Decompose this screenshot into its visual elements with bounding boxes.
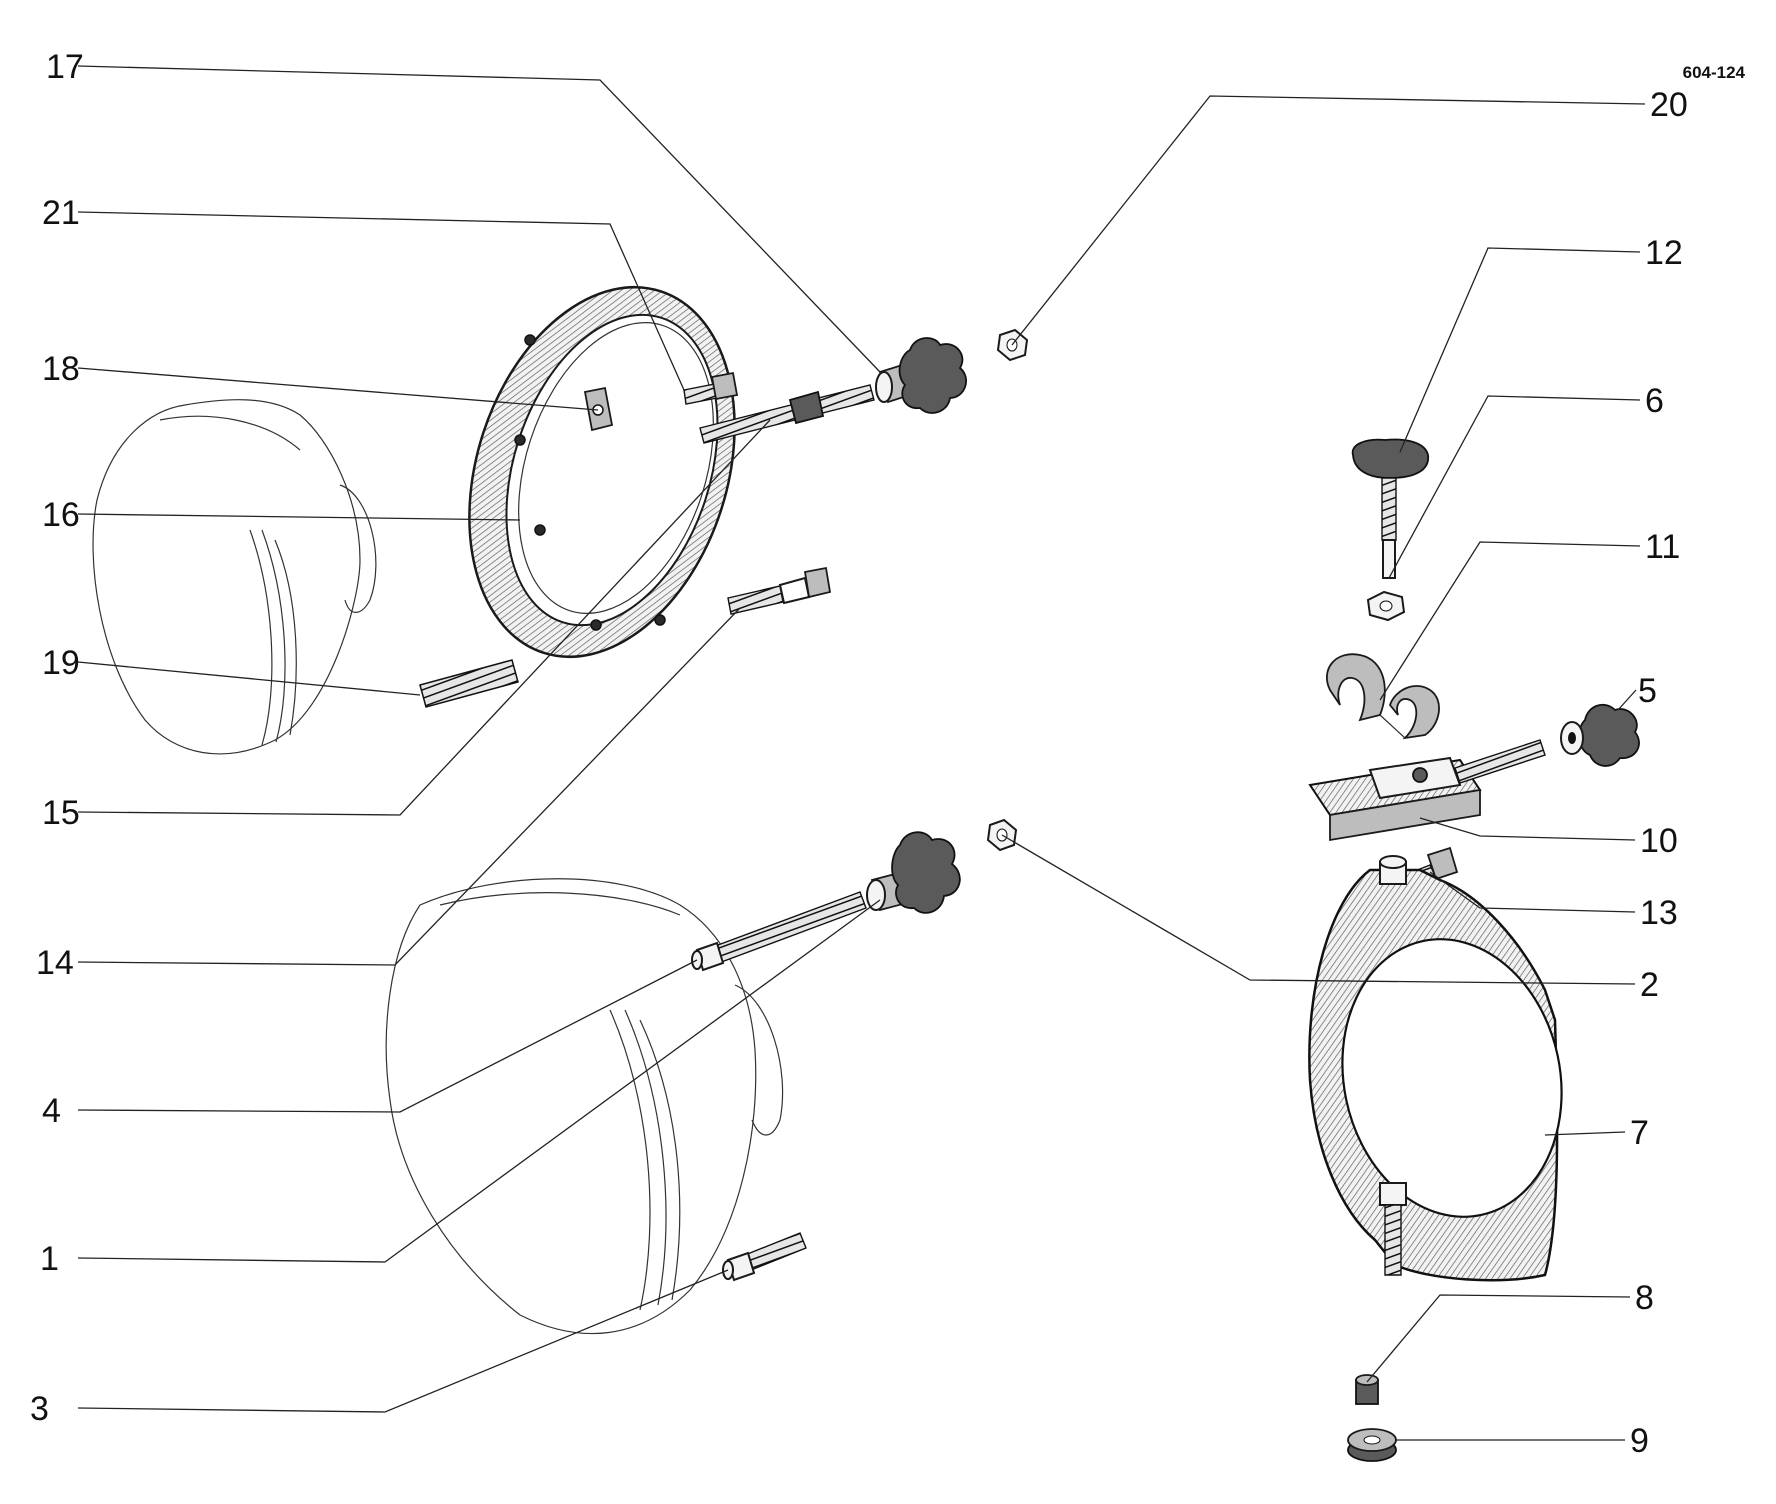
callout-7: 7 (1630, 1114, 1649, 1152)
callout-11: 11 (1645, 528, 1680, 566)
leader-20 (1011, 95, 1646, 346)
leader-18 (77, 367, 599, 411)
leader-14 (77, 607, 741, 966)
clamp-knob-screw (1351, 438, 1429, 579)
rubber-washer (1347, 1428, 1397, 1462)
callout-13: 13 (1640, 894, 1678, 932)
upper-headlamp-shell (92, 399, 377, 755)
callout-10: 10 (1640, 822, 1678, 860)
small-bolt (683, 371, 739, 405)
leader-17 (77, 65, 881, 373)
slide-knob (1560, 703, 1640, 767)
leader-4 (77, 959, 698, 1113)
leader-15 (77, 419, 771, 816)
leader-lines (77, 65, 1646, 1441)
rubber-bushing (1355, 1374, 1379, 1405)
callout-16: 16 (42, 496, 80, 534)
tube-clamp (1325, 653, 1440, 740)
leader-16 (77, 513, 521, 521)
callout-1: 1 (40, 1240, 59, 1278)
leader-19 (77, 661, 421, 696)
leader-2 (1001, 834, 1636, 985)
callout-3: 3 (30, 1390, 49, 1428)
upper-adjusting-knob (875, 337, 967, 414)
leader-12 (1399, 247, 1641, 453)
headlamp-bracket (1308, 855, 1563, 1282)
leader-11 (1379, 541, 1641, 701)
lower-headlamp-shell (385, 878, 784, 1335)
callout-9: 9 (1630, 1422, 1649, 1460)
long-bolt (727, 566, 832, 615)
callout-5: 5 (1638, 672, 1657, 710)
clamp-nut (1366, 590, 1406, 622)
leader-10 (1419, 817, 1636, 841)
callout-15: 15 (42, 794, 80, 832)
drawing-reference: 604-124 (1683, 63, 1746, 82)
leader-8 (1366, 1294, 1631, 1383)
callout-19: 19 (42, 644, 80, 682)
callout-17: 17 (46, 48, 84, 86)
callout-21: 21 (42, 194, 80, 232)
leader-7 (1544, 1131, 1626, 1136)
lower-adjusting-knob (866, 831, 961, 914)
leader-13 (1429, 871, 1636, 913)
callout-6: 6 (1645, 382, 1664, 420)
leader-3 (77, 1269, 729, 1413)
spring (419, 659, 519, 708)
callout-labels: 17 21 18 16 19 15 14 4 1 3 20 12 6 11 5 … (30, 48, 1688, 1460)
callout-18: 18 (42, 350, 80, 388)
leader-5 (1617, 689, 1637, 711)
slide-block (1308, 739, 1546, 842)
callout-4: 4 (42, 1092, 61, 1130)
upper-adjusting-screw (699, 384, 875, 444)
leader-1 (77, 899, 881, 1263)
callout-12: 12 (1645, 234, 1683, 272)
headlamp-rim-ring (468, 285, 736, 659)
leader-6 (1388, 395, 1641, 579)
lower-adjusting-screw (691, 891, 867, 972)
callout-2: 2 (1640, 966, 1659, 1004)
callout-8: 8 (1635, 1279, 1654, 1317)
callout-20: 20 (1650, 86, 1688, 124)
callout-14: 14 (36, 944, 74, 982)
leader-21 (77, 211, 685, 391)
mounting-stud (722, 1232, 807, 1282)
